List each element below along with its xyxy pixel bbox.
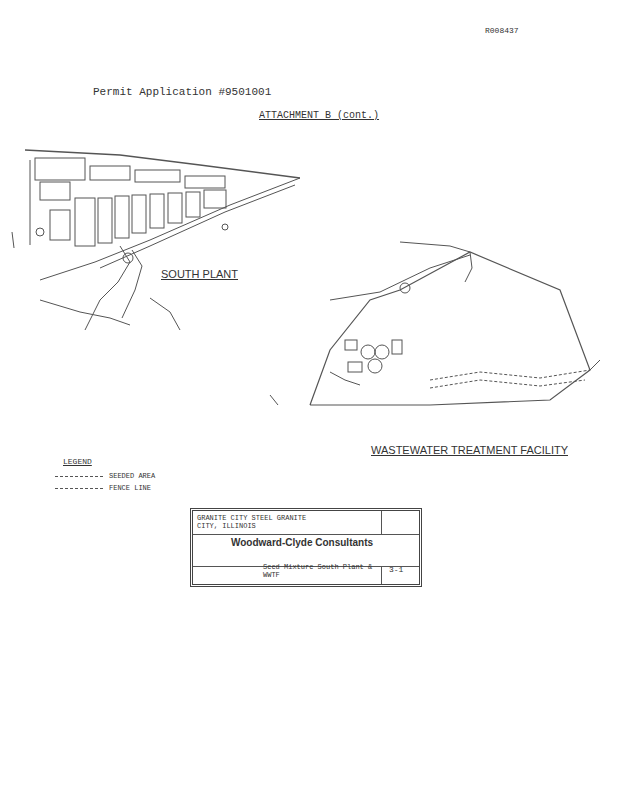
sheet-number: 3-1 (389, 565, 403, 574)
title-block: GRANITE CITY STEEL GRANITE CITY, ILLINOI… (190, 508, 422, 587)
legend-heading: LEGEND (62, 457, 93, 466)
title-block-divider (381, 566, 382, 584)
client-name: GRANITE CITY STEEL GRANITE CITY, ILLINOI… (197, 514, 315, 530)
attachment-title: ATTACHMENT B (cont.) (258, 110, 380, 122)
legend-row: SEEDED AREA (55, 472, 155, 480)
legend-text: FENCE LINE (109, 484, 151, 492)
legend-line-sample (55, 476, 103, 477)
legend-text: SEEDED AREA (109, 472, 155, 480)
legend-line-sample (55, 488, 103, 489)
consultant-name: Woodward-Clyde Consultants (231, 537, 373, 549)
drawing-title: Seed Mixture South Plant & WWTF (263, 563, 373, 579)
legend-row: FENCE LINE (55, 484, 151, 492)
title-block-divider (193, 534, 419, 535)
permit-number: Permit Application #9501001 (92, 86, 272, 99)
area-name: SOUTH PLANT (160, 268, 239, 281)
title-block-divider (381, 511, 382, 534)
document-number: R008437 (484, 26, 520, 35)
area-name: WASTEWATER TREATMENT FACILITY (370, 444, 569, 457)
